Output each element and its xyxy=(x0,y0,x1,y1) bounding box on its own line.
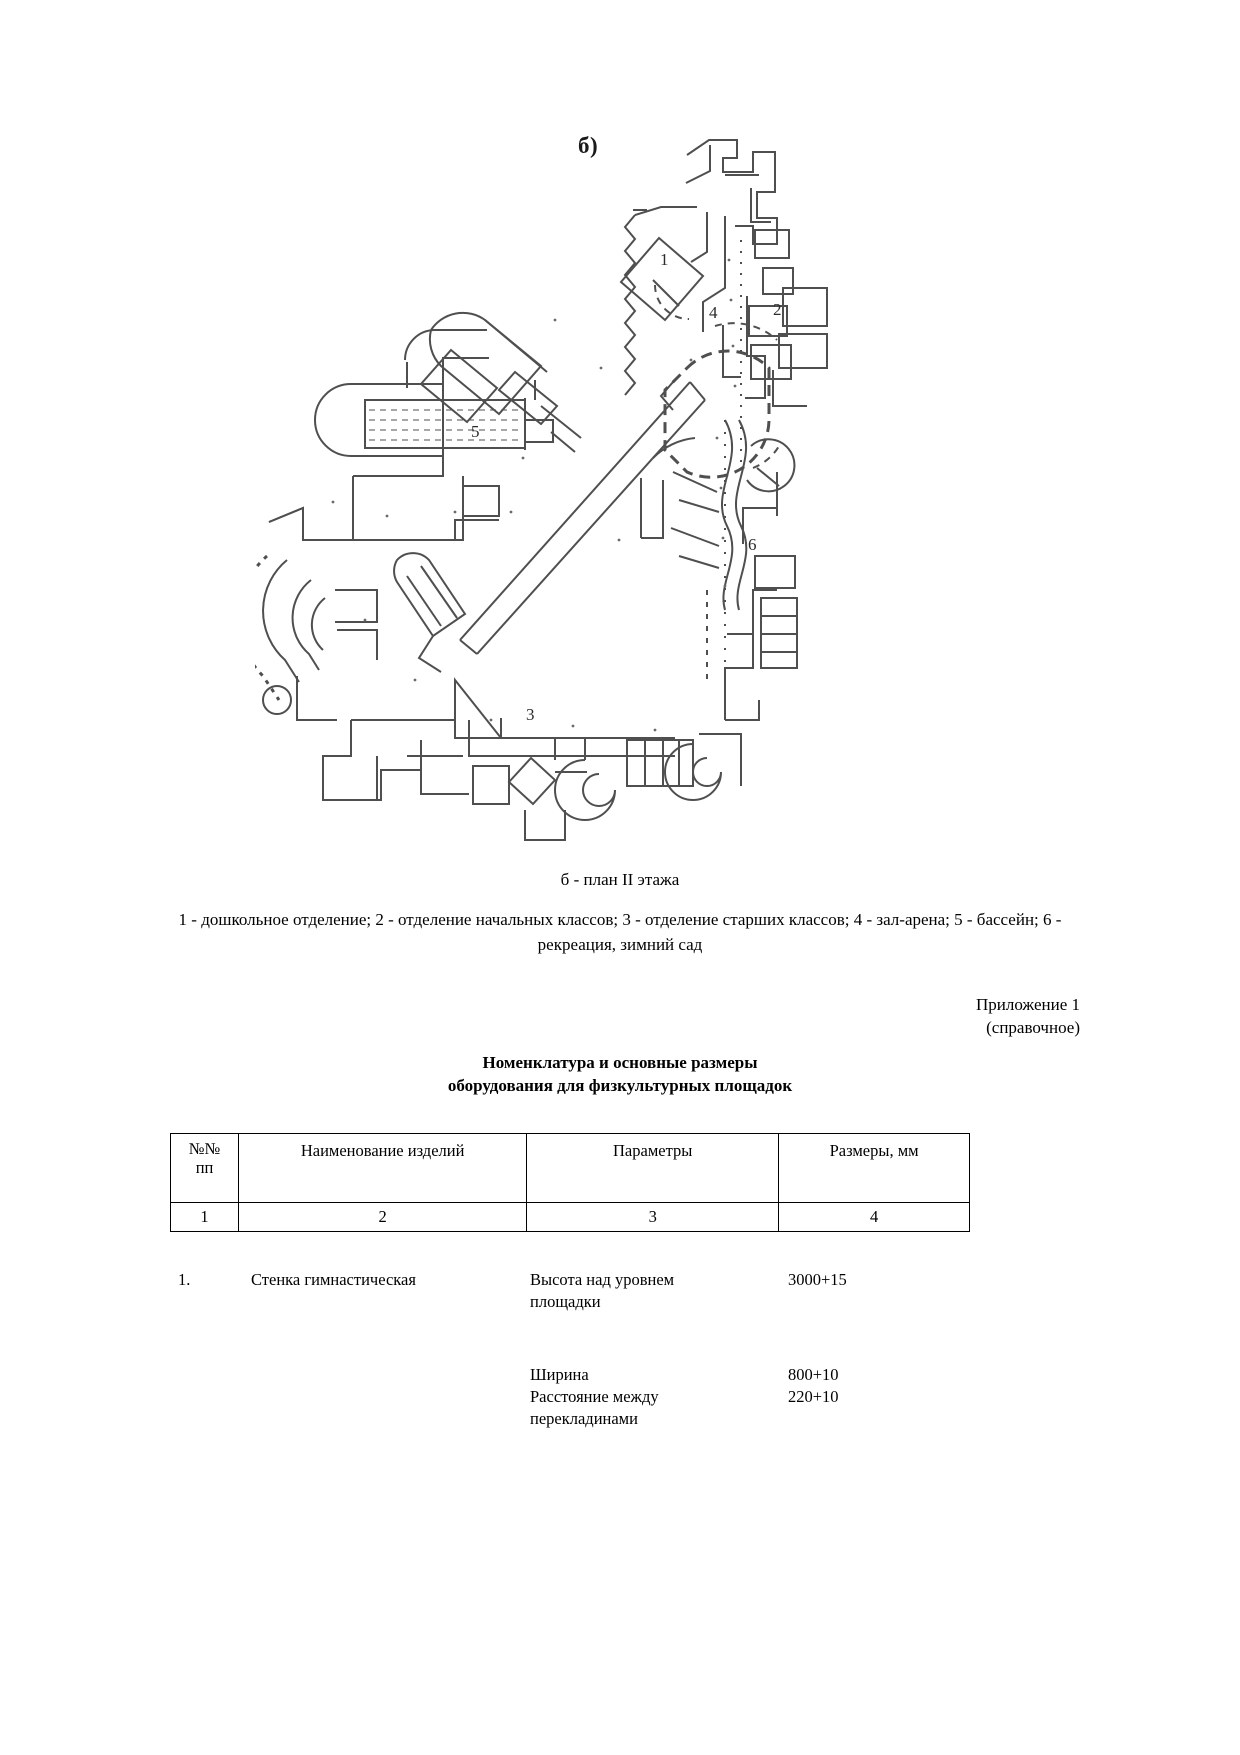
table-column-number-row: 1 2 3 4 xyxy=(169,1202,970,1232)
table-header-cell-parameters: Параметры xyxy=(526,1133,780,1203)
page-title-line1: Номенклатура и основные размеры xyxy=(482,1053,758,1072)
page-title: Номенклатура и основные размеры оборудов… xyxy=(0,1052,1240,1098)
equipment-table: №№ пп Наименование изделий Параметры Раз… xyxy=(169,1133,970,1232)
appendix-number: Приложение 1 xyxy=(976,995,1080,1014)
table-header-number-line2: пп xyxy=(195,1157,214,1177)
row-parameter-line1: Расстояние между xyxy=(530,1386,659,1406)
row-size: 220+10 xyxy=(788,1386,839,1406)
table-row: Ширина 800+10 xyxy=(170,1364,970,1386)
row-spacer-large xyxy=(170,1314,970,1364)
column-number-4: 4 xyxy=(778,1202,970,1232)
table-row-continuation: перекладинами xyxy=(170,1408,970,1430)
table-header-cell-sizes: Размеры, мм xyxy=(778,1133,970,1203)
equipment-table-body: 1. Стенка гимнастическая Высота над уров… xyxy=(170,1255,970,1430)
row-number xyxy=(170,1386,226,1408)
figure-floor-plan: б) xyxy=(255,133,828,841)
page-title-line2: оборудования для физкультурных площадок xyxy=(447,1075,793,1095)
row-parameter-line1: Высота над уровнем xyxy=(530,1270,675,1289)
row-spacer xyxy=(170,1255,970,1269)
floor-plan-drawing xyxy=(255,139,828,841)
table-header-cell-number: №№ пп xyxy=(169,1133,240,1203)
table-row: 1. Стенка гимнастическая Высота над уров… xyxy=(170,1269,970,1291)
row-number-empty xyxy=(170,1408,226,1430)
table-header-row: №№ пп Наименование изделий Параметры Раз… xyxy=(169,1133,970,1203)
row-parameter-line2: площадки xyxy=(530,1292,601,1312)
plan-label-2: 2 xyxy=(773,300,782,319)
row-name xyxy=(226,1364,522,1386)
table-row: Расстояние между 220+10 xyxy=(170,1386,970,1408)
row-parameter-line2: перекладинами xyxy=(530,1409,638,1429)
table-header-number-line1: №№ xyxy=(188,1139,221,1158)
row-name-empty xyxy=(226,1408,522,1430)
plan-label-6: 6 xyxy=(748,535,757,554)
row-name: Стенка гимнастическая xyxy=(251,1270,416,1289)
row-parameter-line1: Ширина xyxy=(530,1364,589,1384)
table-row-continuation: площадки xyxy=(170,1291,970,1313)
column-number-1: 1 xyxy=(169,1202,240,1232)
table-header-cell-name: Наименование изделий xyxy=(238,1133,528,1203)
plan-label-4: 4 xyxy=(709,303,718,322)
plan-label-1: 1 xyxy=(660,250,669,269)
row-number: 1. xyxy=(178,1270,191,1289)
appendix-kind: (справочное) xyxy=(986,1017,1080,1037)
row-size: 3000+15 xyxy=(788,1270,847,1289)
plan-label-3: 3 xyxy=(526,705,535,724)
row-size-empty xyxy=(780,1408,970,1430)
appendix-header: Приложение 1 (справочное) xyxy=(976,994,1080,1040)
figure-letter-label: б) xyxy=(578,133,599,158)
row-size: 800+10 xyxy=(788,1364,839,1384)
column-number-2: 2 xyxy=(238,1202,528,1232)
row-number xyxy=(170,1364,226,1386)
plan-label-5: 5 xyxy=(471,422,480,441)
row-name-empty xyxy=(226,1291,522,1313)
figure-legend: 1 - дошкольное отделение; 2 - отделение … xyxy=(178,910,1062,954)
row-size-empty xyxy=(780,1291,970,1313)
column-number-3: 3 xyxy=(526,1202,780,1232)
figure-caption: б - план II этажа xyxy=(560,870,680,889)
row-number-empty xyxy=(170,1291,226,1313)
row-name xyxy=(226,1386,522,1408)
